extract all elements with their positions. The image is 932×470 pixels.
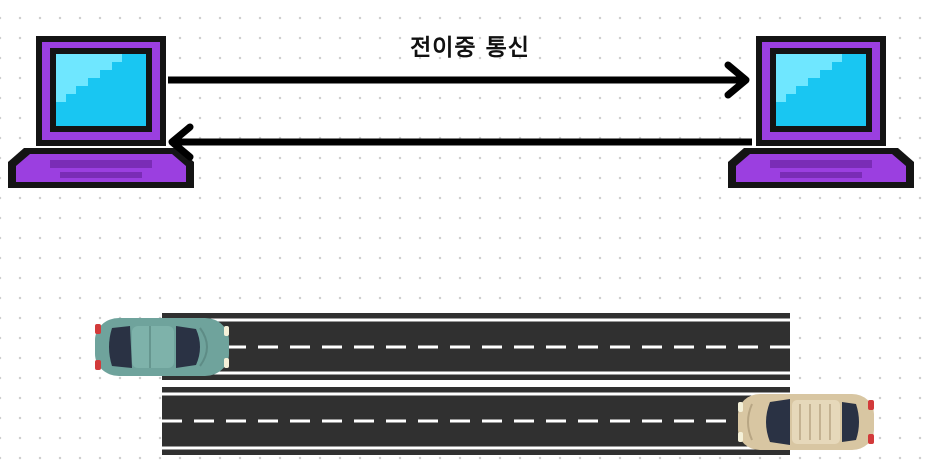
arrow-right-to-left bbox=[168, 123, 752, 161]
road-lane-top bbox=[162, 313, 790, 380]
diagram-title: 전이중 통신 bbox=[410, 35, 530, 61]
left-laptop-icon bbox=[8, 36, 194, 188]
arrow-left-to-right bbox=[168, 61, 750, 99]
right-laptop-icon bbox=[728, 36, 914, 188]
road-lane-bottom bbox=[162, 387, 790, 455]
right-car-icon bbox=[738, 394, 874, 450]
left-car-icon bbox=[95, 318, 229, 376]
